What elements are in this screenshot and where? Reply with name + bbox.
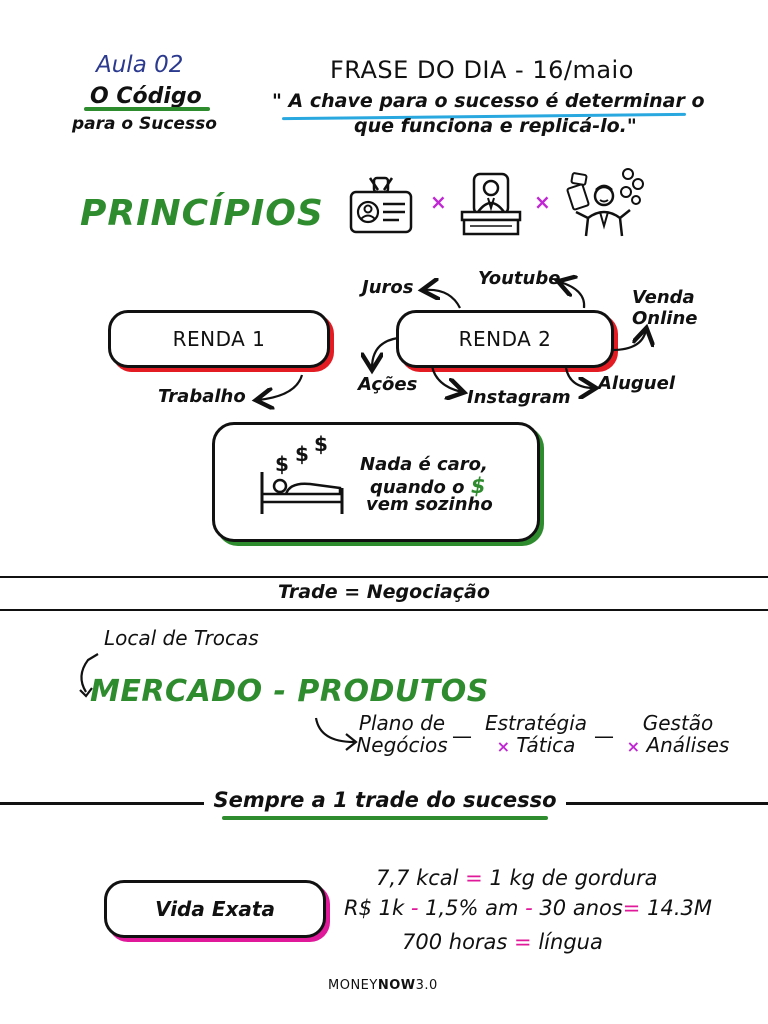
renda-2-label: RENDA 2 <box>458 327 552 351</box>
renda-1-box: RENDA 1 <box>108 310 330 368</box>
arrow-instagram <box>430 365 462 392</box>
quote-title: FRASE DO DIA - 16/maio <box>330 56 634 84</box>
plano-line-1: Plano de <box>358 711 446 735</box>
acoes-label: Ações <box>358 374 418 395</box>
principles-title: PRINCÍPIOS <box>80 193 324 234</box>
quote-line-2: que funciona e replicá-lo." <box>354 115 637 137</box>
arrow-aluguel <box>564 367 594 388</box>
estrategia-line-2: × Tática <box>484 734 588 758</box>
passive-line-2-text: quando o <box>370 477 465 498</box>
id-badge-icon <box>348 176 414 238</box>
quote-line-1: " A chave para o sucesso é determinar o <box>272 90 705 112</box>
passive-income-box <box>212 422 540 542</box>
formula-1-eq: = <box>465 866 483 890</box>
passive-line-1: Nada é caro, <box>360 454 488 475</box>
dash-2: — <box>594 724 614 748</box>
venda-online-label-2: Online <box>632 308 698 329</box>
gestao-x: × <box>626 737 641 756</box>
sempre-rule-right <box>566 802 768 805</box>
trade-banner: Trade = Negociação <box>278 581 490 603</box>
passive-line-3: vem sozinho <box>366 494 493 515</box>
gestao-label: Gestão × Análises <box>626 712 730 758</box>
money-person-icon <box>566 166 644 242</box>
formula-1: 7,7 kcal = 1 kg de gordura <box>376 866 658 890</box>
formula-2: R$ 1k - 1,5% am - 30 anos= 14.3M <box>344 896 712 920</box>
gestao-line-2-text: Análises <box>646 733 730 757</box>
estrategia-line-2-text: Tática <box>516 733 576 757</box>
instagram-label: Instagram <box>467 387 571 408</box>
dollar-sign-1: $ <box>275 452 289 476</box>
estrategia-x: × <box>496 737 510 756</box>
formula-2-c: 30 anos <box>539 896 623 920</box>
passive-dollar: $ <box>470 474 486 498</box>
vida-exata-label: Vida Exata <box>155 897 275 921</box>
formula-1-a: 7,7 kcal <box>376 866 459 890</box>
local-trocas-label: Local de Trocas <box>104 626 259 650</box>
aluguel-label: Aluguel <box>598 373 675 394</box>
brand-version: 3.0 <box>415 978 438 993</box>
mercado-arrow <box>314 717 358 751</box>
formula-2-dash-2: - <box>525 896 533 920</box>
mercado-title: MERCADO - PRODUTOS <box>90 674 489 709</box>
trade-top-rule <box>0 576 768 578</box>
sempre-title: Sempre a 1 trade do sucesso <box>213 788 557 812</box>
dollar-sign-3: $ <box>314 432 328 456</box>
separator-x: × <box>430 190 447 214</box>
course-subtitle: para o Sucesso <box>72 114 217 134</box>
bed-money-icon <box>254 432 350 522</box>
youtube-label: Youtube <box>478 268 561 289</box>
formula-1-b: 1 kg de gordura <box>489 866 658 890</box>
lesson-label: Aula 02 <box>96 52 184 78</box>
estrategia-label: Estratégia × Tática <box>484 712 588 758</box>
formula-2-d: 14.3M <box>647 896 712 920</box>
sempre-underline <box>222 816 548 820</box>
gestao-line-2: × Análises <box>626 734 730 758</box>
juros-label: Juros <box>362 277 414 298</box>
trade-bottom-rule <box>0 609 768 611</box>
desk-person-icon <box>460 172 522 242</box>
renda-2-box: RENDA 2 <box>396 310 614 368</box>
sempre-rule-left <box>0 802 204 805</box>
arrow-youtube <box>560 282 586 309</box>
formula-3: 700 horas = língua <box>402 930 603 954</box>
arrow-venda <box>611 330 646 352</box>
venda-online-label-1: Venda <box>632 287 695 308</box>
formula-2-a: R$ 1k <box>344 896 405 920</box>
plano-label: Plano de Negócios <box>356 712 448 756</box>
passive-line-2: quando o $ <box>370 474 485 498</box>
dash-1: — <box>452 724 472 748</box>
formula-3-a: 700 horas <box>402 930 508 954</box>
local-arrow <box>79 653 99 698</box>
arrow-acoes <box>372 336 399 368</box>
course-underline <box>84 107 210 111</box>
income-arrows <box>0 0 768 420</box>
brand-logo: MONEYNOW3.0 <box>328 978 438 993</box>
formula-3-b: língua <box>538 930 603 954</box>
renda-1-label: RENDA 1 <box>172 327 266 351</box>
estrategia-line-1: Estratégia <box>484 711 588 735</box>
formula-2-eq: = <box>622 896 641 920</box>
formula-2-dash-1: - <box>410 896 419 920</box>
formula-2-b: 1,5% am <box>425 896 519 920</box>
brand-now: NOW <box>377 978 416 993</box>
dollar-sign-2: $ <box>295 442 309 466</box>
vida-exata-box: Vida Exata <box>104 880 326 938</box>
gestao-line-1: Gestão <box>642 711 714 735</box>
formula-3-eq: = <box>514 930 532 954</box>
separator-x: × <box>534 190 551 214</box>
plano-line-2: Negócios <box>356 733 448 757</box>
arrow-trabalho <box>258 374 304 400</box>
course-title: O Código <box>90 84 202 109</box>
arrow-juros <box>424 290 461 309</box>
trabalho-label: Trabalho <box>158 386 246 407</box>
brand-money: MONEY <box>328 978 378 993</box>
